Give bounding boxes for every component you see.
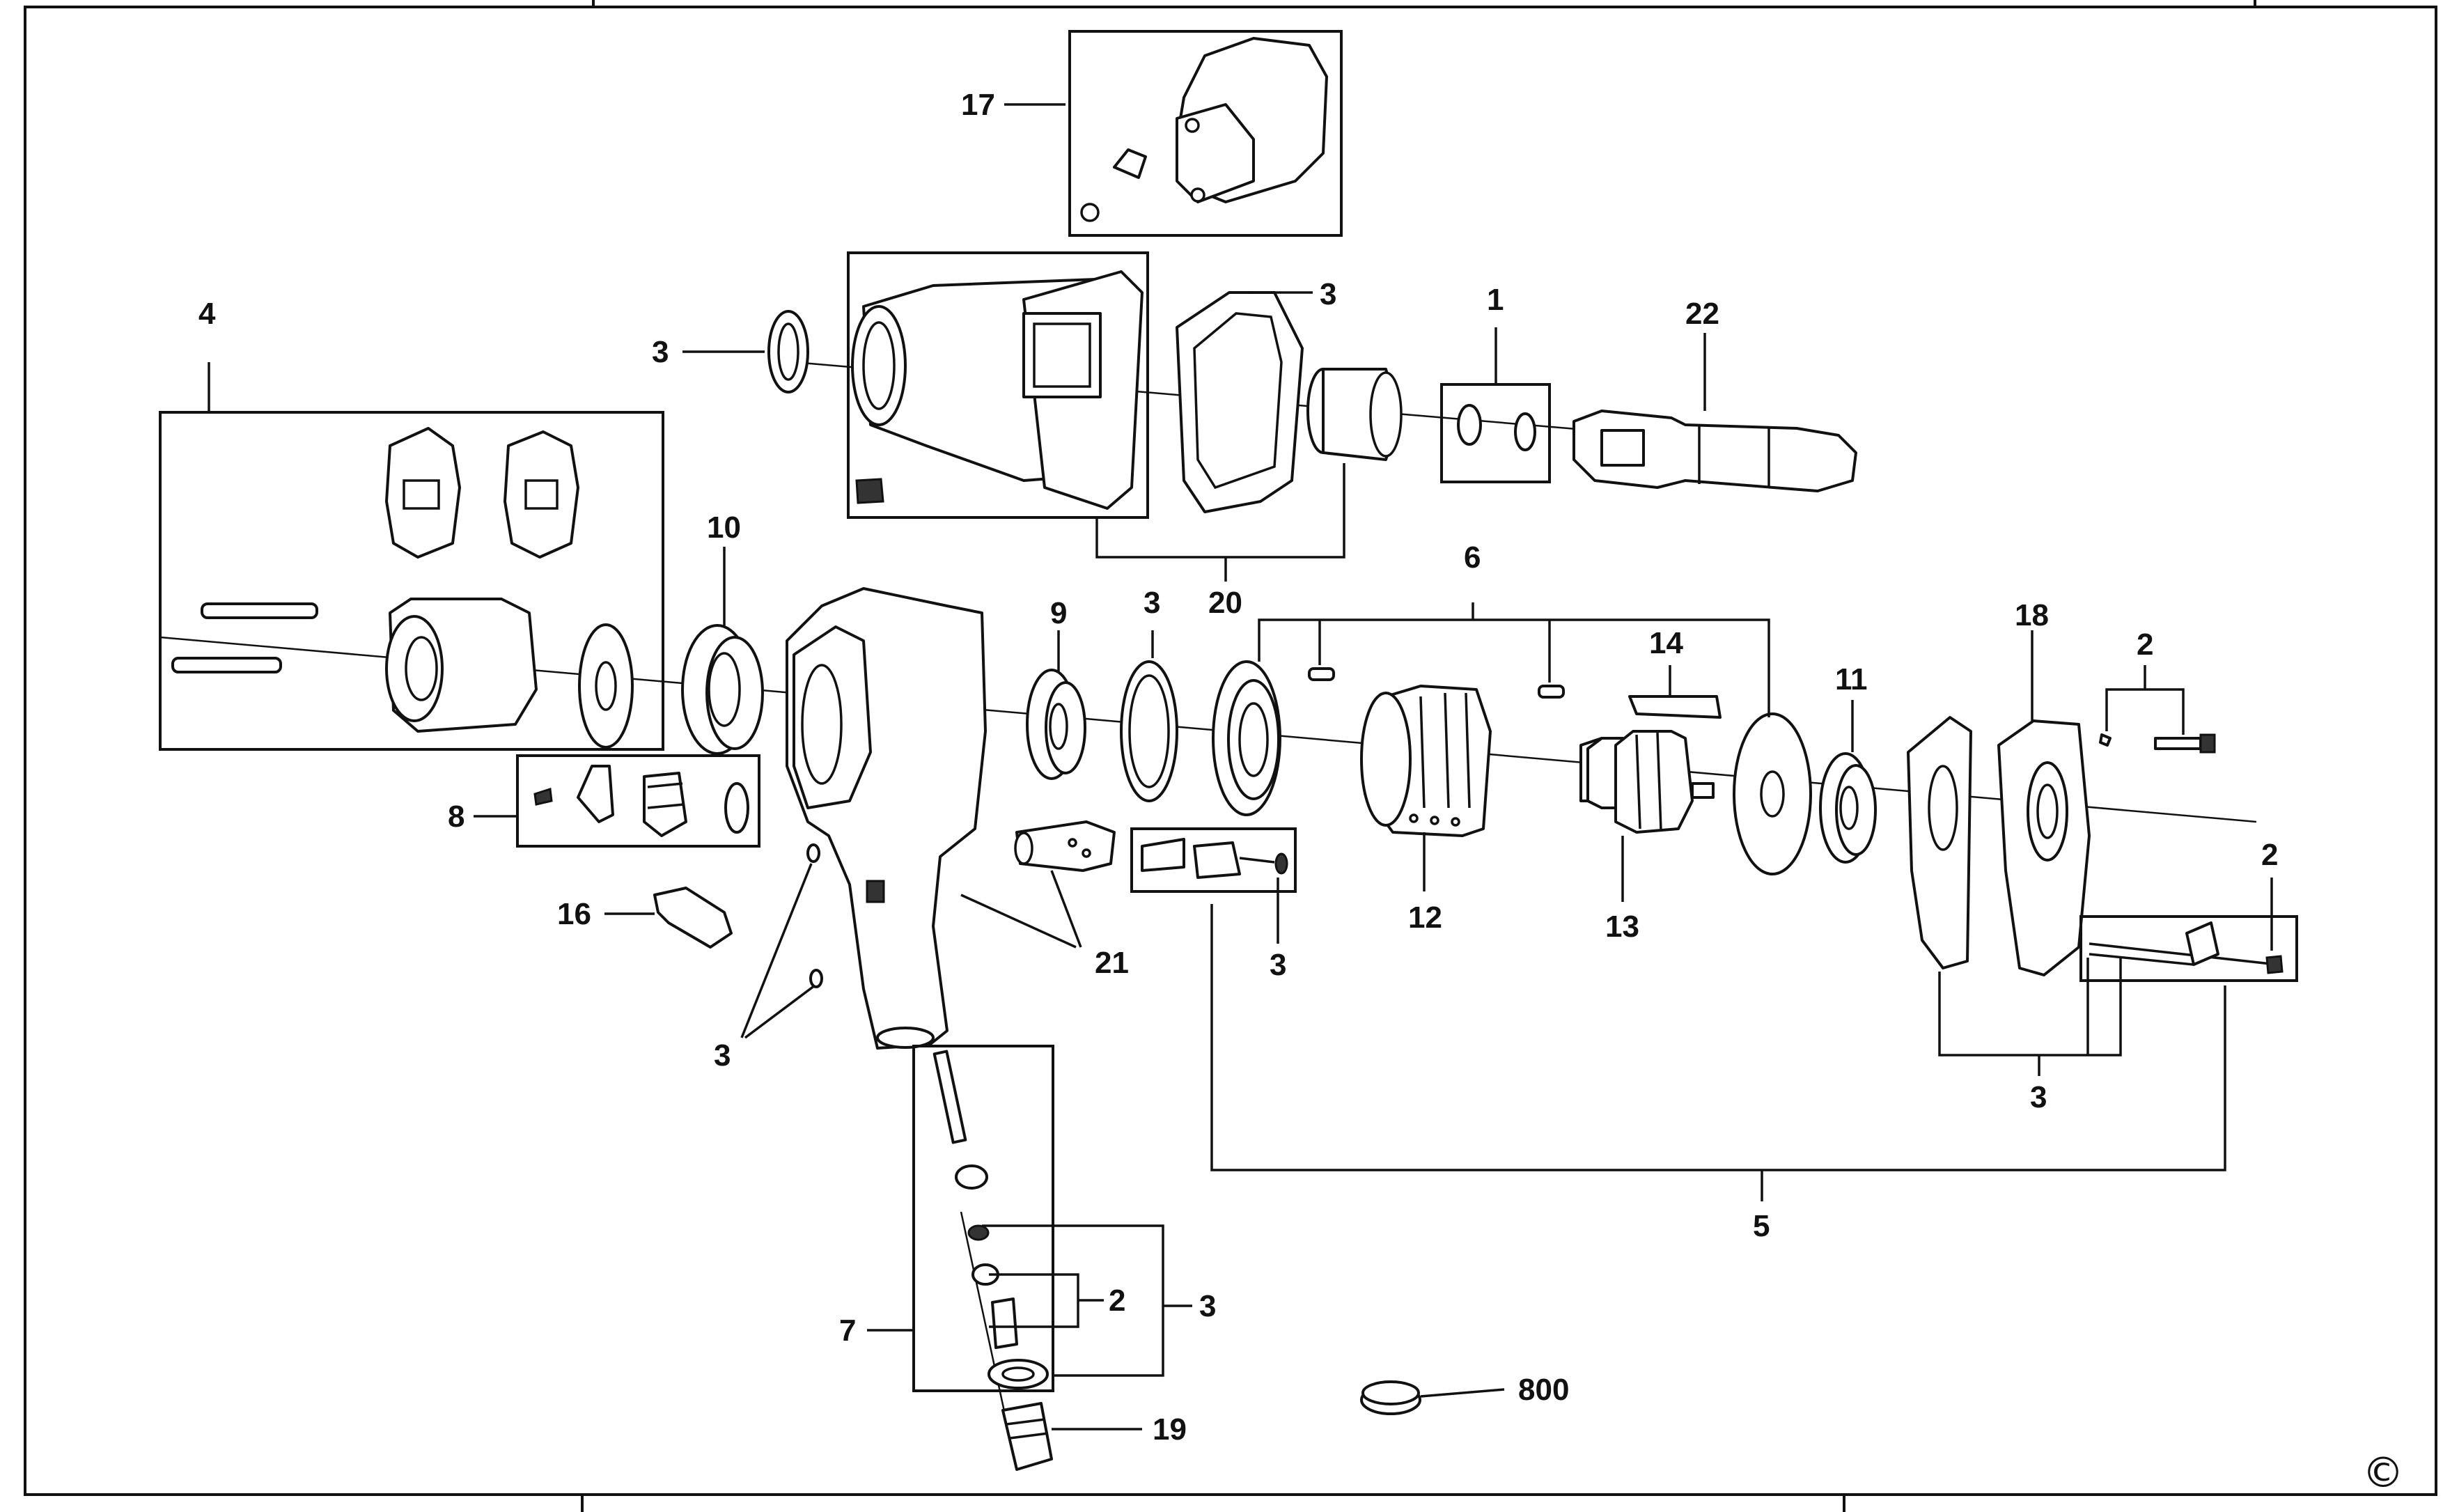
label-19: 19 <box>1153 1412 1187 1447</box>
drawing-frame <box>24 0 2437 1512</box>
copyright-mark: © <box>2362 1449 2404 1497</box>
label-17: 17 <box>961 88 995 122</box>
part-3-gasket-mid <box>1120 660 1178 802</box>
label-20: 20 <box>1208 586 1242 620</box>
leader-lines <box>208 103 2273 1431</box>
part-9-seal <box>1026 669 1086 780</box>
label-9: 9 <box>1050 596 1067 630</box>
label-14: 14 <box>1649 626 1683 660</box>
label-2-inlet: 2 <box>1109 1284 1125 1318</box>
label-21: 21 <box>1095 946 1129 980</box>
part-14-blade <box>1628 695 1722 719</box>
label-3-pins: 3 <box>714 1038 731 1073</box>
part-8-reverse-valve-box <box>516 754 760 848</box>
part-20-housing-box <box>847 251 1149 519</box>
part-22-anvil <box>1572 410 1857 492</box>
part-3-seal-ring <box>767 310 809 393</box>
label-11: 11 <box>1835 662 1868 696</box>
part-3-rear-gasket <box>1907 716 1972 969</box>
label-13: 13 <box>1605 910 1639 944</box>
label-10: 10 <box>707 511 741 545</box>
label-3-seal: 3 <box>652 335 669 369</box>
part-21-throttle-valve <box>1014 820 1116 872</box>
part-2-screw-top <box>2099 733 2216 754</box>
callout-labels: 17 4 3 3 1 22 10 20 9 3 6 14 18 2 11 8 1… <box>198 88 2404 1497</box>
part-2-screw-box <box>2079 915 2298 982</box>
part-3-pins <box>806 843 823 988</box>
label-22: 22 <box>1685 297 1719 331</box>
label-3-inlet: 3 <box>1199 1289 1216 1323</box>
label-18: 18 <box>2015 598 2049 632</box>
label-800: 800 <box>1518 1373 1569 1407</box>
part-19-air-inlet <box>1001 1402 1053 1471</box>
part-1-box <box>1440 383 1551 483</box>
label-2-box: 2 <box>2261 838 2278 872</box>
label-1: 1 <box>1487 283 1504 317</box>
label-3-valve: 3 <box>1270 948 1286 982</box>
part-18-rear-cover <box>1997 719 2091 976</box>
label-4: 4 <box>198 297 216 331</box>
label-7: 7 <box>839 1314 856 1348</box>
part-17-cover-box <box>1068 30 1343 237</box>
label-3-gasket-mid: 3 <box>1144 586 1160 620</box>
part-13-rotor <box>1579 730 1715 834</box>
part-7-inlet-box <box>912 1045 1054 1392</box>
label-16: 16 <box>557 897 591 931</box>
part-4-hammer-box <box>159 411 664 751</box>
part-10-bearing <box>681 624 764 755</box>
part-3-gasket <box>1176 291 1304 513</box>
label-8: 8 <box>448 800 465 834</box>
part-12-cylinder <box>1308 667 1565 837</box>
label-2-top: 2 <box>2137 628 2153 662</box>
main-housing <box>786 587 987 1050</box>
part-6-rear-plate <box>1733 712 1812 875</box>
part-800-cap <box>1360 1380 1421 1415</box>
label-6: 6 <box>1464 540 1481 575</box>
label-3-rear: 3 <box>2030 1080 2047 1114</box>
part-6-front-plate <box>1212 660 1281 816</box>
label-3-gasket: 3 <box>1320 277 1336 311</box>
label-5: 5 <box>1753 1209 1770 1243</box>
part-3-valve-box <box>1130 827 1297 893</box>
part-20-sleeve <box>1306 368 1403 461</box>
label-12: 12 <box>1408 901 1442 935</box>
part-11-bearing <box>1819 752 1877 864</box>
part-16-trigger <box>653 887 733 949</box>
